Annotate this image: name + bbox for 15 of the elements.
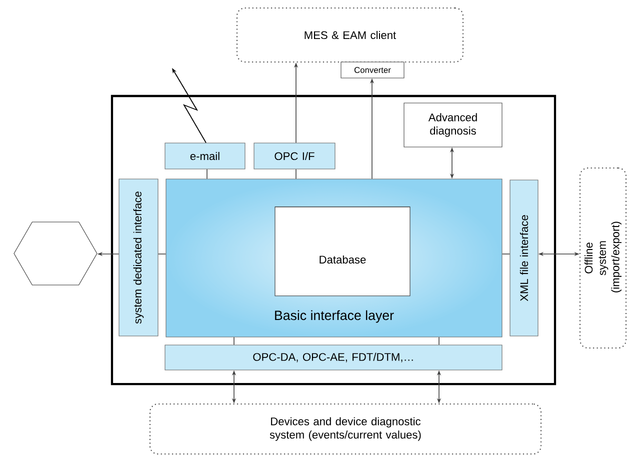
client-box: MES & EAM client xyxy=(236,7,464,63)
interface-bar: system dedicated interface xyxy=(118,178,158,336)
offline-system-box: Offline system (import/export) xyxy=(579,167,627,349)
diagnosis-box: Advanced diagnosis xyxy=(404,102,502,148)
converter-box: Converter xyxy=(340,62,404,78)
connector-line xyxy=(206,168,208,180)
devices-box: Devices and device diagnostic system (events/current values) xyxy=(149,403,542,455)
connector-line xyxy=(438,336,440,346)
station-hexagon xyxy=(14,222,98,286)
database-cylinder: Database xyxy=(274,206,410,296)
email-box: e-mail xyxy=(164,142,246,170)
system-frame xyxy=(110,94,556,386)
protocol-bar: OPC-DA, OPC-AE, FDT/DTM,… xyxy=(164,344,502,370)
interface-box: OPC I/F xyxy=(254,142,336,170)
interface-bar: XML file interface xyxy=(510,180,538,336)
